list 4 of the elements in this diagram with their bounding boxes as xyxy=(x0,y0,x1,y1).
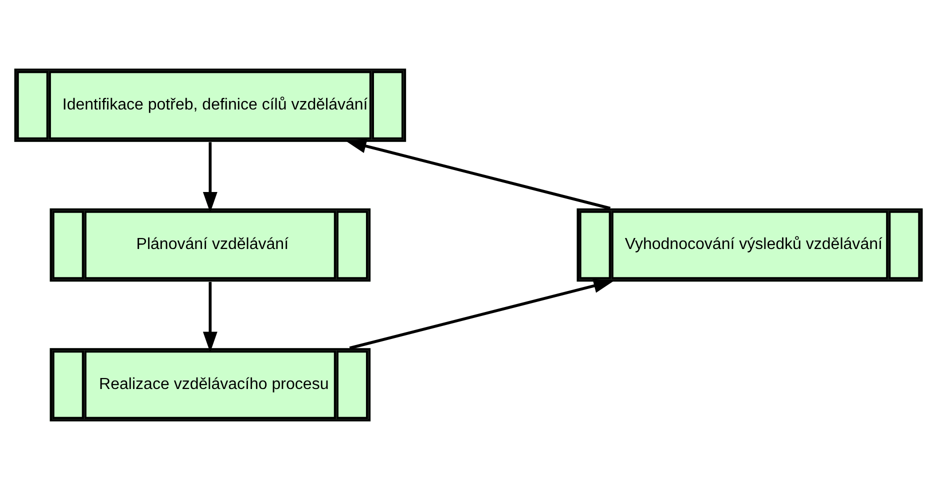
arrow xyxy=(202,282,217,352)
arrow xyxy=(202,142,217,213)
arrow xyxy=(345,139,610,210)
arrow xyxy=(348,278,614,350)
